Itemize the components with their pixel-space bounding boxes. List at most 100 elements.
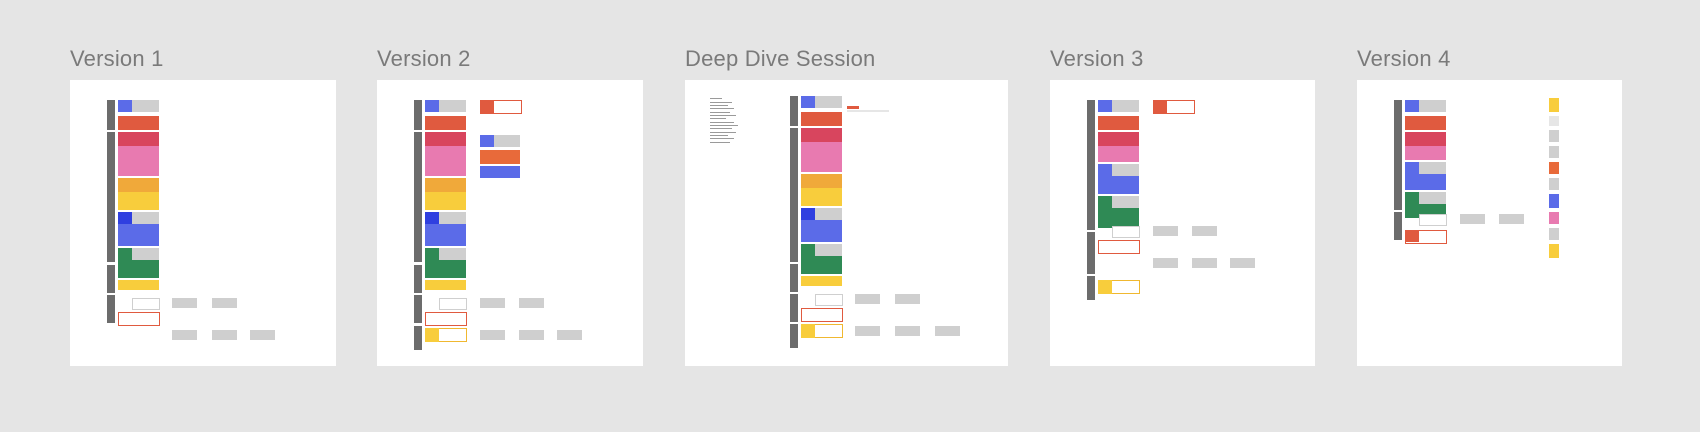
card-red-outline[interactable] <box>425 312 467 326</box>
card-pink[interactable] <box>801 142 842 158</box>
frame-version-2[interactable] <box>377 80 643 366</box>
card-blue[interactable] <box>801 220 842 242</box>
placeholder-card[interactable] <box>1112 226 1140 238</box>
frame-title-version-4[interactable]: Version 4 <box>1357 46 1451 71</box>
card-pink[interactable] <box>118 162 159 176</box>
card-green[interactable] <box>425 260 466 278</box>
card-pink[interactable] <box>1405 146 1446 160</box>
placeholder-card[interactable] <box>172 330 197 340</box>
placeholder-card[interactable] <box>480 298 505 308</box>
thumb-strip-item[interactable] <box>1549 116 1559 126</box>
card-yellow[interactable] <box>118 280 159 290</box>
card-yellow[interactable] <box>801 324 815 338</box>
thumb-strip-item[interactable] <box>1549 244 1559 258</box>
placeholder-card[interactable] <box>895 294 920 304</box>
card-blue[interactable] <box>1098 176 1139 194</box>
card-yellow[interactable] <box>425 328 439 342</box>
placeholder-card[interactable] <box>1153 258 1178 268</box>
placeholder-card[interactable] <box>212 298 237 308</box>
card-red-outline[interactable] <box>1098 240 1140 254</box>
card-dark-blue[interactable] <box>118 212 132 224</box>
placeholder-card[interactable] <box>855 294 880 304</box>
card-red[interactable] <box>1098 116 1139 130</box>
card-yellow[interactable] <box>425 280 466 290</box>
thumb-strip-item[interactable] <box>1549 130 1559 142</box>
placeholder-card[interactable] <box>212 330 237 340</box>
card-red[interactable] <box>1405 116 1446 130</box>
placeholder-card[interactable] <box>1192 258 1217 268</box>
placeholder-card[interactable] <box>519 298 544 308</box>
card-blue[interactable] <box>480 166 520 178</box>
frame-version-1[interactable] <box>70 80 336 366</box>
thumb-strip-item[interactable] <box>1549 228 1559 240</box>
placeholder-card[interactable] <box>439 298 467 310</box>
card-red[interactable] <box>1153 100 1167 114</box>
placeholder-card[interactable] <box>172 298 197 308</box>
card-dark-blue[interactable] <box>801 208 815 220</box>
card-blue[interactable] <box>425 100 439 112</box>
placeholder-card[interactable] <box>557 330 582 340</box>
card-red[interactable] <box>118 116 159 130</box>
placeholder-card[interactable] <box>935 326 960 336</box>
card-blue[interactable] <box>118 224 159 246</box>
frame-deep-dive-session[interactable] <box>685 80 1008 366</box>
placeholder-card[interactable] <box>132 298 160 310</box>
placeholder-card[interactable] <box>1230 258 1255 268</box>
card-green[interactable] <box>1098 196 1112 208</box>
card-crimson[interactable] <box>118 132 159 146</box>
card-blue[interactable] <box>801 96 815 108</box>
placeholder-card[interactable] <box>1153 226 1178 236</box>
placeholder-card[interactable] <box>1192 226 1217 236</box>
card-amber[interactable] <box>425 178 466 192</box>
card-red[interactable] <box>1405 230 1419 242</box>
card-pink[interactable] <box>118 146 159 162</box>
card-red-outline[interactable] <box>118 312 160 326</box>
card-green[interactable] <box>801 256 842 274</box>
card-amber[interactable] <box>118 178 159 192</box>
placeholder-card[interactable] <box>815 294 843 306</box>
card-green[interactable] <box>425 248 439 260</box>
card-yellow[interactable] <box>118 192 159 210</box>
placeholder-card[interactable] <box>250 330 275 340</box>
card-blue[interactable] <box>1405 162 1419 174</box>
card-blue[interactable] <box>1405 174 1446 190</box>
placeholder-card[interactable] <box>855 326 880 336</box>
card-green[interactable] <box>118 248 132 260</box>
thumb-strip-item[interactable] <box>1549 178 1559 190</box>
card-red[interactable] <box>801 112 842 126</box>
card-green[interactable] <box>801 244 815 256</box>
card-crimson[interactable] <box>1405 132 1446 146</box>
placeholder-card[interactable] <box>480 330 505 340</box>
card-blue[interactable] <box>118 100 132 112</box>
card-pink[interactable] <box>1098 146 1139 162</box>
card-dark-blue[interactable] <box>425 212 439 224</box>
card-blue[interactable] <box>480 135 494 147</box>
card-crimson[interactable] <box>1098 132 1139 146</box>
card-pink[interactable] <box>801 158 842 172</box>
frame-title-version-2[interactable]: Version 2 <box>377 46 471 71</box>
card-blue[interactable] <box>425 224 466 246</box>
card-green[interactable] <box>1405 192 1419 204</box>
card-blue[interactable] <box>1098 164 1112 176</box>
card-amber[interactable] <box>801 174 842 188</box>
card-pink[interactable] <box>425 162 466 176</box>
placeholder-card[interactable] <box>895 326 920 336</box>
thumb-strip-item[interactable] <box>1549 194 1559 208</box>
placeholder-card[interactable] <box>1419 214 1447 226</box>
thumb-strip-item[interactable] <box>1549 146 1559 158</box>
placeholder-card[interactable] <box>1499 214 1524 224</box>
frame-version-4[interactable] <box>1357 80 1622 366</box>
card-blue[interactable] <box>1405 100 1419 112</box>
card-yellow[interactable] <box>801 188 842 206</box>
card-pink[interactable] <box>425 146 466 162</box>
frame-version-3[interactable] <box>1050 80 1315 366</box>
card-red[interactable] <box>480 100 494 114</box>
card-green[interactable] <box>1098 208 1139 228</box>
frame-title-version-3[interactable]: Version 3 <box>1050 46 1144 71</box>
frame-title-version-1[interactable]: Version 1 <box>70 46 164 71</box>
card-crimson[interactable] <box>425 132 466 146</box>
card-blue[interactable] <box>1098 100 1112 112</box>
thumb-strip-item[interactable] <box>1549 162 1559 174</box>
card-yellow[interactable] <box>801 276 842 286</box>
card-orange[interactable] <box>480 150 520 164</box>
